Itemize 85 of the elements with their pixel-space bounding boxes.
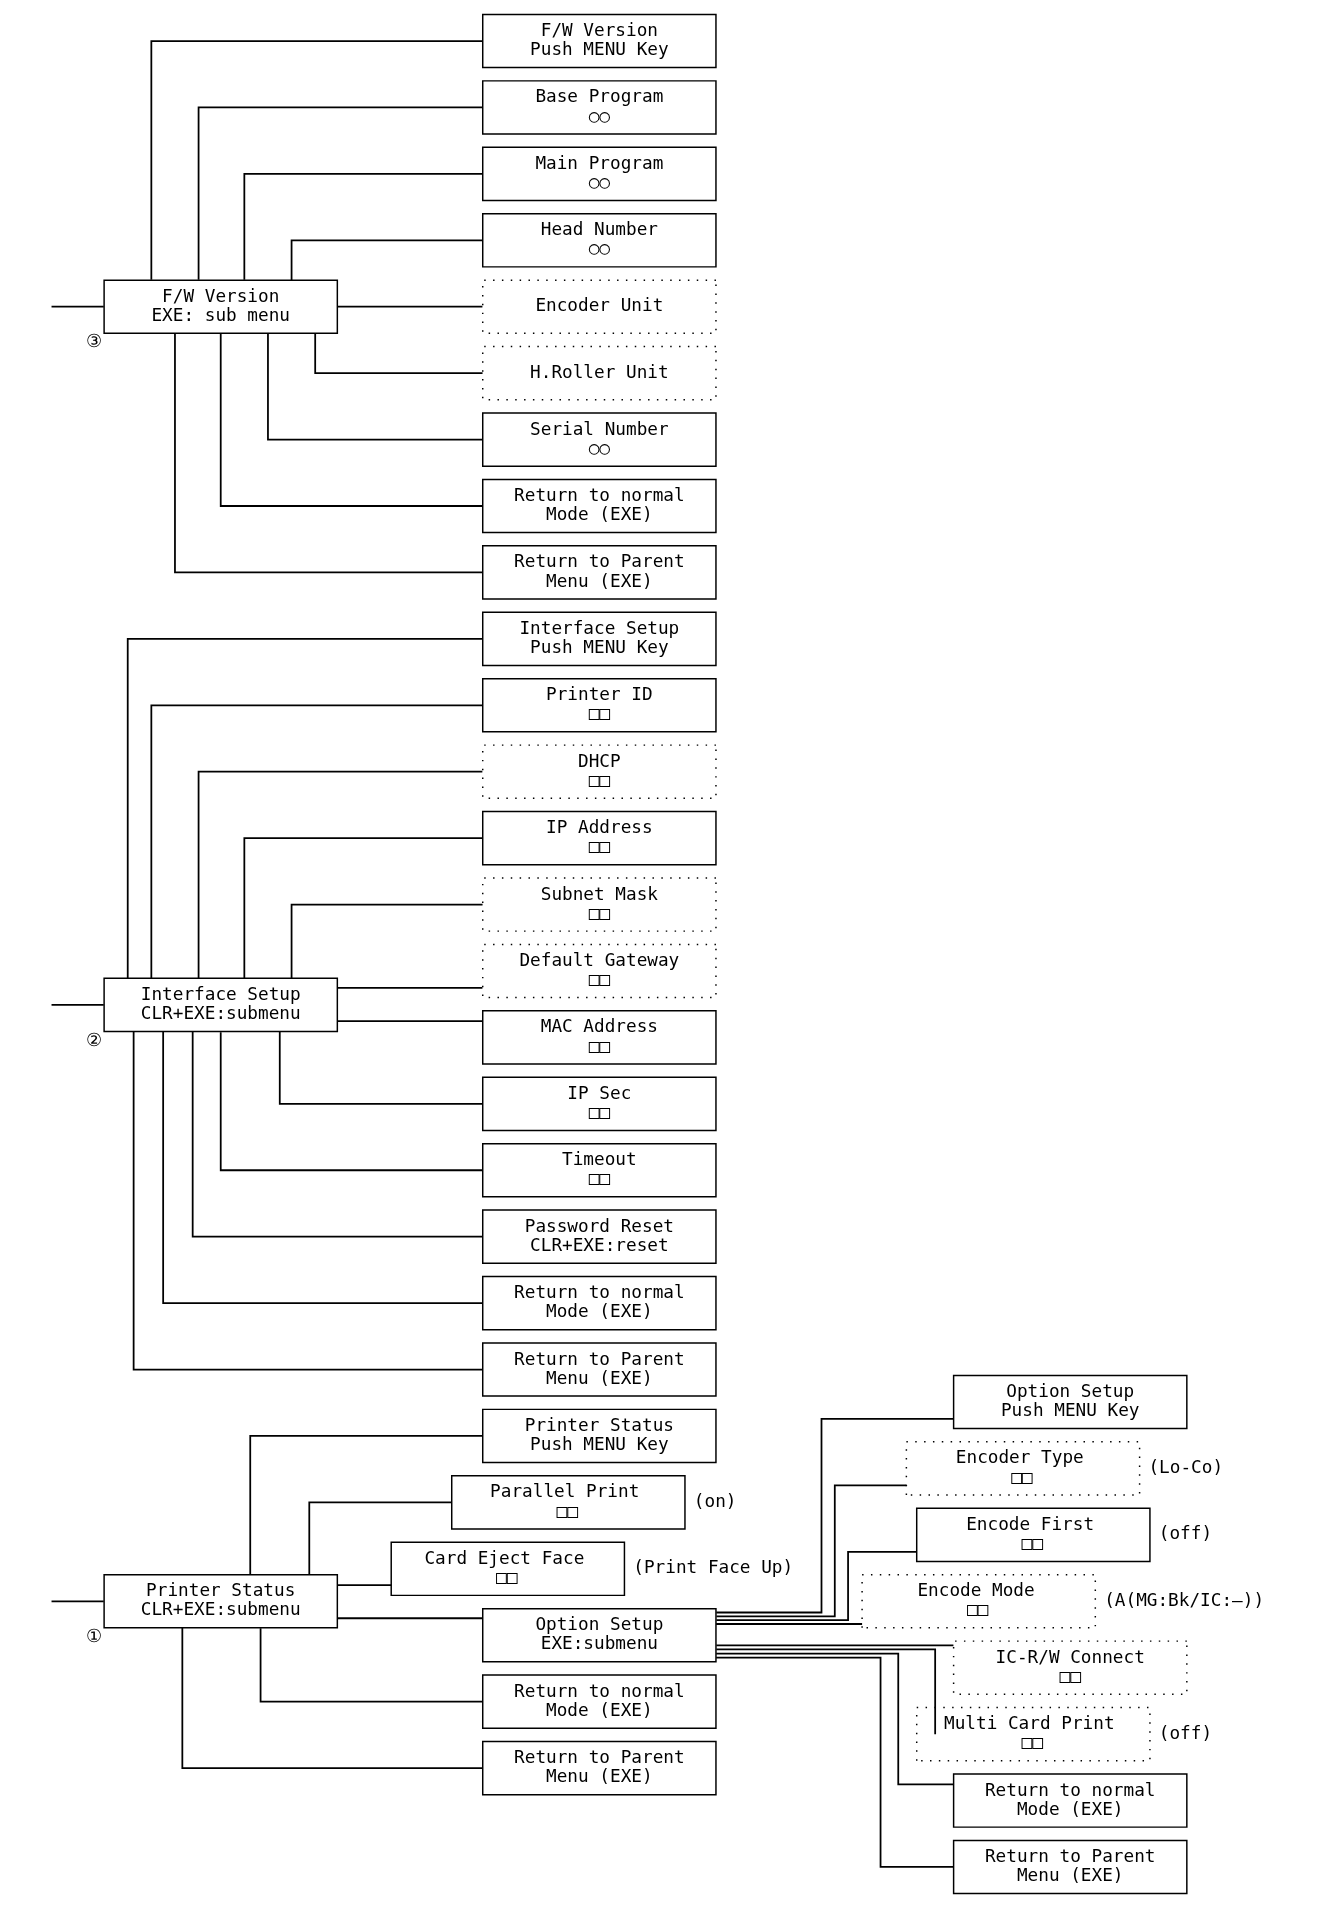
node-box: Serial Number ○○ bbox=[481, 412, 717, 467]
connector bbox=[242, 173, 483, 281]
node-box: Multi Card Print □□ bbox=[915, 1706, 1151, 1762]
connector bbox=[714, 1652, 954, 1786]
connector bbox=[126, 637, 483, 979]
connector bbox=[313, 332, 483, 375]
node-box: Return to normal Mode (EXE) bbox=[481, 478, 717, 534]
node-box: Encode First □□ bbox=[915, 1507, 1151, 1563]
connector bbox=[336, 987, 483, 989]
connector bbox=[290, 903, 483, 979]
node-box: Printer Status Push MENU Key bbox=[481, 1408, 717, 1464]
node-label: (A(MG:Bk/IC:—)) bbox=[1103, 1589, 1264, 1610]
node-label: (Print Face Up) bbox=[632, 1557, 793, 1578]
node-box: Return to Parent Menu (EXE) bbox=[481, 1740, 717, 1796]
connector bbox=[149, 40, 483, 281]
node-box: Return to Parent Menu (EXE) bbox=[481, 545, 717, 600]
node-box: Head Number ○○ bbox=[481, 213, 717, 268]
connector bbox=[242, 837, 483, 979]
connector bbox=[259, 1627, 483, 1703]
connector bbox=[714, 1656, 954, 1868]
node-box: Printer ID □□ bbox=[481, 677, 717, 733]
connector bbox=[715, 1550, 918, 1622]
connector bbox=[248, 1435, 483, 1575]
node-label: ② bbox=[86, 1029, 103, 1050]
connector bbox=[50, 1004, 105, 1006]
node-box: Card Eject Face □□ bbox=[389, 1541, 625, 1597]
node-label: (Lo-Co) bbox=[1147, 1457, 1223, 1477]
node-box: Default Gateway □□ bbox=[481, 943, 717, 999]
node-label: ① bbox=[86, 1626, 103, 1647]
connector bbox=[278, 1031, 483, 1105]
node-box: IC-R/W Connect □□ bbox=[952, 1640, 1188, 1695]
node-box: Return to normal Mode (EXE) bbox=[481, 1674, 717, 1729]
node-box: Encode Mode □□ bbox=[860, 1573, 1096, 1629]
node-box: Encoder Type □□ bbox=[905, 1441, 1140, 1496]
node-box: Return to normal Mode (EXE) bbox=[481, 1275, 717, 1331]
node-label: (on) bbox=[693, 1490, 736, 1511]
connector bbox=[715, 1484, 907, 1618]
node-box: Encoder Unit bbox=[481, 279, 717, 335]
connector bbox=[50, 1600, 105, 1603]
node-label: ③ bbox=[86, 331, 103, 352]
node-box: Parallel Print □□ bbox=[450, 1475, 686, 1530]
connector bbox=[149, 704, 483, 980]
node-box: Interface Setup Push MENU Key bbox=[481, 611, 717, 667]
node-box: Main Program ○○ bbox=[481, 146, 717, 202]
node-box: Base Program ○○ bbox=[481, 80, 717, 135]
node-box: H.Roller Unit bbox=[481, 345, 717, 401]
node-box: Option Setup Push MENU Key bbox=[952, 1374, 1188, 1430]
node-box: Interface Setup CLR+EXE:submenu bbox=[102, 977, 338, 1033]
node-box: Subnet Mask □□ bbox=[481, 877, 717, 932]
connector bbox=[132, 1030, 483, 1371]
node-box: DHCP □□ bbox=[481, 744, 717, 799]
node-label: (off) bbox=[1158, 1722, 1212, 1743]
connector bbox=[714, 1623, 863, 1625]
connector bbox=[336, 305, 483, 308]
connector bbox=[161, 1031, 483, 1304]
node-box: Option Setup EXE:submenu bbox=[481, 1607, 717, 1663]
node-box: IP Address □□ bbox=[481, 810, 717, 866]
node-box: F/W Version EXE: sub menu bbox=[102, 279, 338, 335]
connector bbox=[50, 305, 105, 308]
connector bbox=[197, 106, 483, 281]
node-box: Return to Parent Menu (EXE) bbox=[481, 1342, 717, 1397]
node-box: IP Sec □□ bbox=[481, 1076, 717, 1132]
node-label: (off) bbox=[1158, 1523, 1212, 1544]
node-box: Return to normal Mode (EXE) bbox=[952, 1773, 1188, 1828]
node-box: Password Reset CLR+EXE:reset bbox=[481, 1209, 717, 1264]
connector bbox=[336, 1584, 392, 1586]
connector bbox=[180, 1627, 483, 1769]
connector bbox=[336, 1020, 483, 1023]
connector bbox=[714, 1648, 936, 1735]
connector bbox=[266, 332, 483, 441]
connector bbox=[219, 332, 484, 507]
connector bbox=[290, 239, 483, 281]
node-box: F/W Version Push MENU Key bbox=[481, 13, 717, 69]
connector bbox=[336, 1617, 483, 1620]
connector bbox=[191, 1030, 483, 1238]
connector bbox=[714, 1644, 954, 1647]
connector bbox=[714, 1418, 954, 1614]
node-box: MAC Address □□ bbox=[481, 1010, 717, 1065]
connector bbox=[307, 1501, 453, 1576]
connector bbox=[173, 332, 483, 574]
connector bbox=[197, 770, 483, 980]
node-box: Printer Status CLR+EXE:submenu bbox=[102, 1573, 338, 1629]
connector bbox=[219, 1031, 484, 1172]
node-box: Return to Parent Menu (EXE) bbox=[952, 1839, 1188, 1895]
node-box: Timeout □□ bbox=[481, 1142, 717, 1198]
